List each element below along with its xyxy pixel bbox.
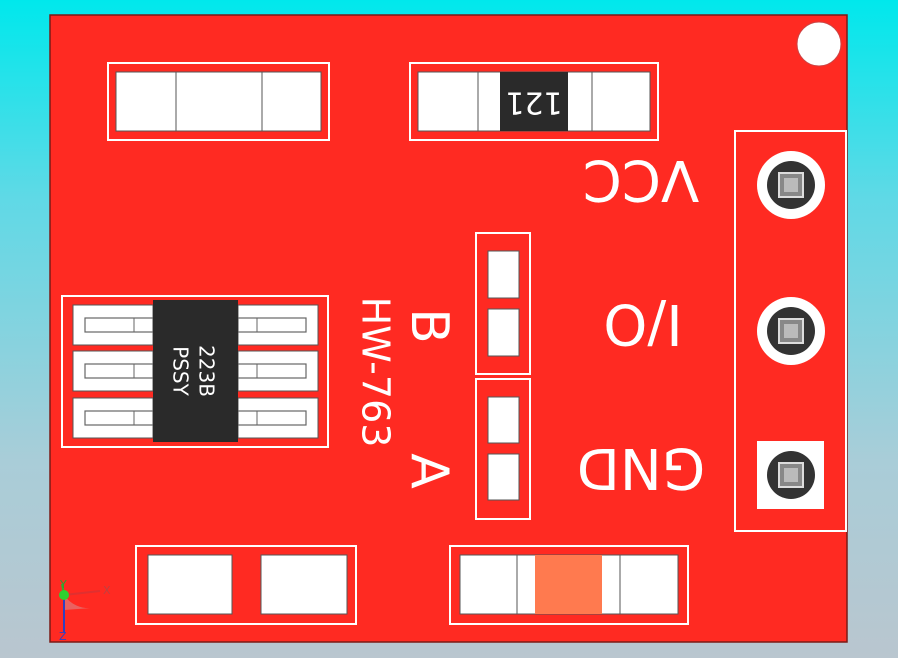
led-footprint [449,545,689,625]
footprint-bottom-left [135,545,357,625]
axis-triad: X Y Z [59,578,111,643]
axis-z-label: Z [59,630,67,643]
jumper-b-pads [475,232,531,375]
axis-y-label: Y [59,578,67,591]
label-gnd: GND [577,435,705,500]
ic-marking-line1: 223B [195,345,219,397]
resistor-footprint: 121 [409,62,659,141]
pin-io-pad [757,297,825,365]
label-jumper-b: B [399,308,459,344]
resistor-code: 121 [505,85,562,120]
pin-header-outline [734,130,847,532]
jumper-a-pads [475,378,531,520]
ic-footprint [61,295,329,448]
ic-marking-line2: PSSY [169,346,193,396]
pin-vcc-pad [757,151,825,219]
label-io: I/O [603,291,682,356]
pin-gnd-pad [757,441,824,509]
led-body [535,555,602,614]
footprint-top-left [107,62,330,141]
axis-x-label: X [103,584,111,597]
label-jumper-a: A [399,453,459,489]
label-vcc: VCC [583,147,700,212]
model-label: HW-763 [354,297,398,448]
mounting-hole [796,21,842,67]
ic-body [153,300,238,442]
resistor-body [500,72,568,131]
